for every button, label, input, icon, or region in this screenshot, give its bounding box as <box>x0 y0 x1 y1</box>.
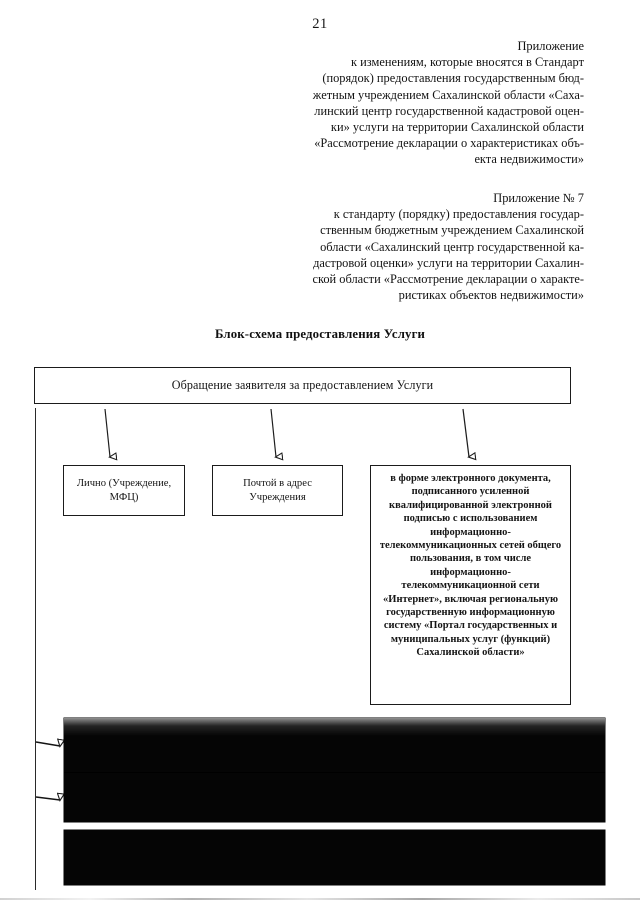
node-channel-by-mail-label: Почтой в адрес Учреждения <box>243 477 312 503</box>
appendix-reference-1: Приложение к изменениям, которые вносятс… <box>288 38 584 168</box>
scan-bottom-edge <box>0 898 640 900</box>
scheme-title: Блок-схема предоставления Услуги <box>214 327 426 341</box>
arrow-to-in-person <box>104 408 110 457</box>
node-service-request: Обращение заявителя за предоставлением У… <box>34 367 573 406</box>
appendix-1-line: «Рассмотрение декларации о характеристик… <box>314 136 584 151</box>
appendix-1-line: линский центр государственной кадастрово… <box>314 103 584 118</box>
chart-frame-left-rule <box>35 408 37 890</box>
redacted-bar-2 <box>64 773 605 822</box>
node-service-request-label: Обращение заявителя за предоставлением У… <box>171 378 434 392</box>
page-number: 21 <box>312 16 328 32</box>
appendix-2-line: дастровой оценки» услуги на территории С… <box>313 255 584 270</box>
redacted-bar-1 <box>64 718 605 772</box>
arrow-to-redacted-bar-1 <box>35 742 60 746</box>
arrow-to-electronic <box>462 408 469 457</box>
node-channel-in-person-label: Лично (Учреждение, МФЦ) <box>76 477 172 503</box>
appendix-2-title: Приложение № 7 <box>493 191 584 205</box>
appendix-1-line: ки» услуги на территории Сахалинской обл… <box>330 120 584 135</box>
appendix-1-line: екта недвижимости» <box>474 152 584 167</box>
appendix-1-line: к изменениям, которые вносятся в Стандар… <box>351 55 584 70</box>
flow-chart: Обращение заявителя за предоставлением У… <box>0 360 640 905</box>
appendix-2-line: ственным бюджетным учреждением Сахалинск… <box>320 223 584 238</box>
arrow-to-by-mail <box>270 408 276 457</box>
node-channel-by-mail: Почтой в адрес Учреждения <box>212 465 345 518</box>
redacted-bar-3 <box>64 830 605 885</box>
appendix-2-line: ристиках объектов недвижимости» <box>398 288 584 303</box>
node-channel-electronic: в форме электронного документа, подписан… <box>370 465 573 707</box>
appendix-1-line: (порядок) предоставления государственным… <box>322 71 584 86</box>
appendix-1-title: Приложение <box>517 39 584 53</box>
node-channel-electronic-label: в форме электронного документа, подписан… <box>379 473 562 659</box>
appendix-2-line: к стандарту (порядку) предоставления гос… <box>333 207 584 222</box>
appendix-2-line: области «Сахалинский центр государственн… <box>320 239 584 254</box>
node-channel-in-person: Лично (Учреждение, МФЦ) <box>63 465 187 518</box>
arrow-to-redacted-bar-2 <box>35 797 60 800</box>
appendix-2-line: ской области «Рассмотрение декларации о … <box>312 272 584 287</box>
appendix-reference-2: Приложение № 7 к стандарту (порядку) пре… <box>288 190 584 303</box>
appendix-1-line: жетным учреждением Сахалинской области «… <box>312 87 584 102</box>
